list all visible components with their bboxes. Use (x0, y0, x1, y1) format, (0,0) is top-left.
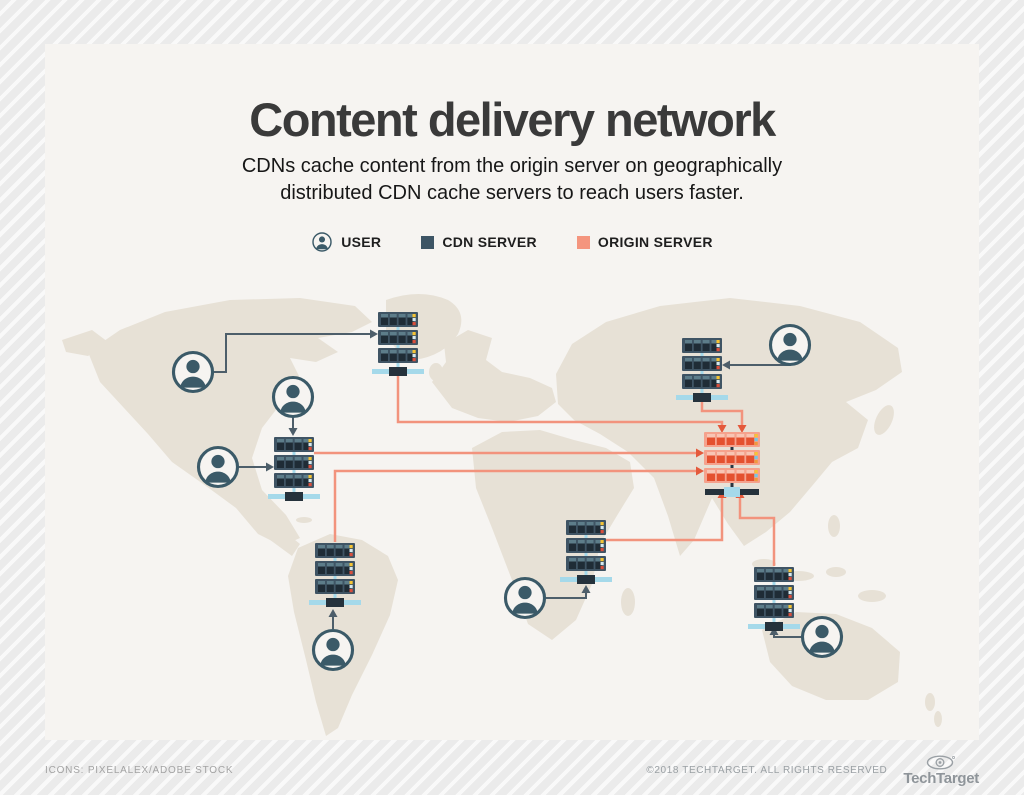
map-new-guinea (858, 590, 886, 602)
arrowhead (328, 609, 338, 617)
origin-link (700, 400, 744, 427)
legend-user-label: USER (341, 234, 382, 250)
user-asia (768, 323, 812, 367)
subtitle-line-2: distributed CDN cache servers to reach u… (280, 182, 744, 204)
map-caribbean (296, 517, 312, 523)
map-indonesia (752, 559, 776, 569)
user-northwest (171, 350, 215, 394)
arrowhead (266, 462, 274, 472)
map-north-america (88, 298, 372, 546)
map-philippines (828, 515, 840, 537)
map-arctic-island (244, 300, 272, 312)
map-africa (472, 430, 634, 640)
cdn-server-swatch (421, 235, 435, 249)
user-australia (800, 615, 844, 659)
legend-origin-label: ORIGIN SERVER (597, 234, 713, 250)
origin-link (396, 371, 724, 427)
user-link (211, 333, 372, 373)
user-na-west (196, 445, 240, 489)
map-new-zealand (925, 693, 935, 711)
page-subtitle: CDNs cache content from the origin serve… (45, 153, 979, 207)
cdn-server-asia-north (676, 338, 728, 402)
map-british-isles (429, 363, 443, 381)
origin-server-swatch (576, 235, 590, 249)
origin-link (333, 469, 698, 542)
cdn-server-africa (560, 520, 612, 584)
cdn-diagram (62, 294, 942, 736)
user-link (545, 591, 587, 599)
techtarget-logo: TechTarget (903, 754, 979, 787)
cdn-server-australia (748, 567, 800, 631)
eye-icon (926, 754, 956, 770)
map-indonesia (826, 567, 846, 577)
origin-link (606, 496, 724, 542)
legend-cdn-label: CDN SERVER (442, 234, 537, 250)
connection-links (211, 329, 802, 638)
copyright-text: ©2018 TECHTARGET. ALL RIGHTS RESERVED (646, 764, 888, 776)
user-icon (312, 232, 332, 252)
legend-item-origin: ORIGIN SERVER (576, 234, 713, 250)
map-japan (874, 405, 894, 435)
arrowhead (696, 448, 704, 458)
legend-item-user: USER (311, 231, 381, 253)
page-title: Content delivery network (249, 93, 776, 146)
arrowhead (370, 329, 378, 339)
map-new-zealand (934, 711, 942, 727)
header: Content delivery network CDNs cache cont… (45, 44, 979, 253)
legend-item-cdn: CDN SERVER (421, 234, 537, 250)
diagram-nodes (171, 312, 844, 672)
user-south-america (311, 628, 355, 672)
map-madagascar (621, 588, 635, 616)
arrowhead (696, 466, 704, 476)
map-asia (556, 298, 902, 556)
cdn-server-greenland (372, 312, 424, 376)
map-arctic-island (192, 308, 228, 322)
cdn-server-south-america (309, 543, 361, 607)
icon-credits: ICONS: PIXELALEX/ADOBE STOCK (45, 764, 234, 776)
subtitle-line-1: CDNs cache content from the origin serve… (241, 155, 783, 177)
map-central-america (262, 518, 300, 556)
arrowhead (737, 425, 747, 433)
cdn-server-north-america (268, 437, 320, 501)
arrowhead (722, 360, 730, 370)
brand-name: TechTarget (903, 769, 979, 787)
user-na-top (271, 375, 315, 419)
footer: ICONS: PIXELALEX/ADOBE STOCK ©2018 TECHT… (45, 750, 979, 790)
origin-server (704, 432, 760, 497)
arrowhead (581, 585, 591, 593)
content-panel: Content delivery network CDNs cache cont… (45, 44, 979, 740)
legend: USER CDN SERVER ORIGIN SERVER (45, 231, 979, 253)
legend-user-glyph (312, 232, 332, 252)
map-europe (432, 330, 556, 422)
origin-link (738, 496, 776, 566)
user-africa (503, 576, 547, 620)
copyright-wrap: ©2018 TECHTARGET. ALL RIGHTS RESERVED Te… (646, 754, 979, 787)
arrowhead (717, 425, 727, 433)
arrowhead (288, 428, 298, 436)
